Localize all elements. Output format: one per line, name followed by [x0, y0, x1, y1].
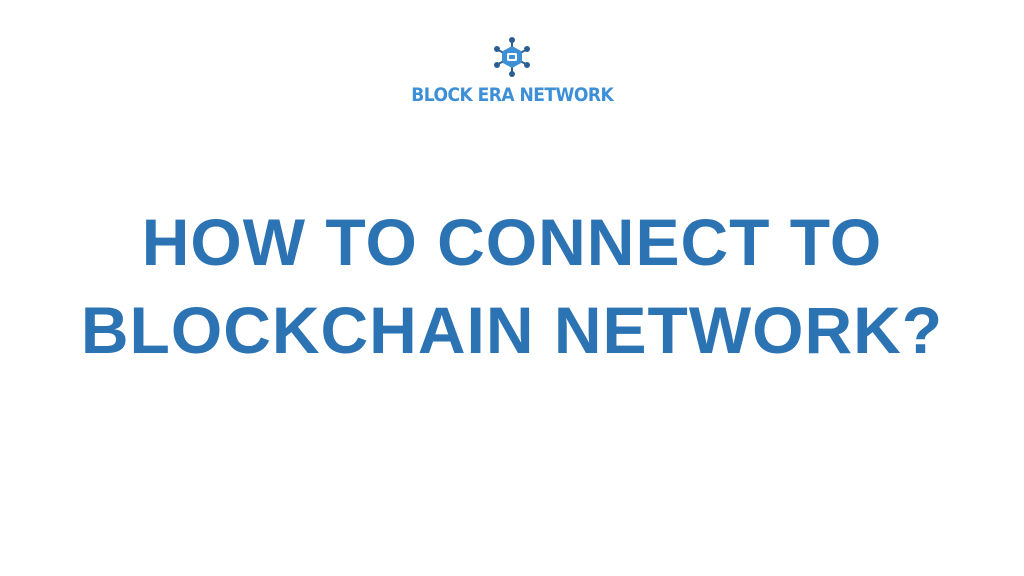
page-title-line-1: HOW TO CONNECT TO [141, 205, 883, 279]
page-title-line-2: BLOCKCHAIN NETWORK? [80, 293, 944, 367]
blockchain-network-icon [494, 37, 530, 77]
brand-name: BLOCK ERA NETWORK [411, 84, 613, 106]
page-title: HOW TO CONNECT TO BLOCKCHAIN NETWORK? [0, 198, 1024, 374]
brand-logo[interactable]: BLOCK ERA NETWORK [0, 32, 1024, 106]
